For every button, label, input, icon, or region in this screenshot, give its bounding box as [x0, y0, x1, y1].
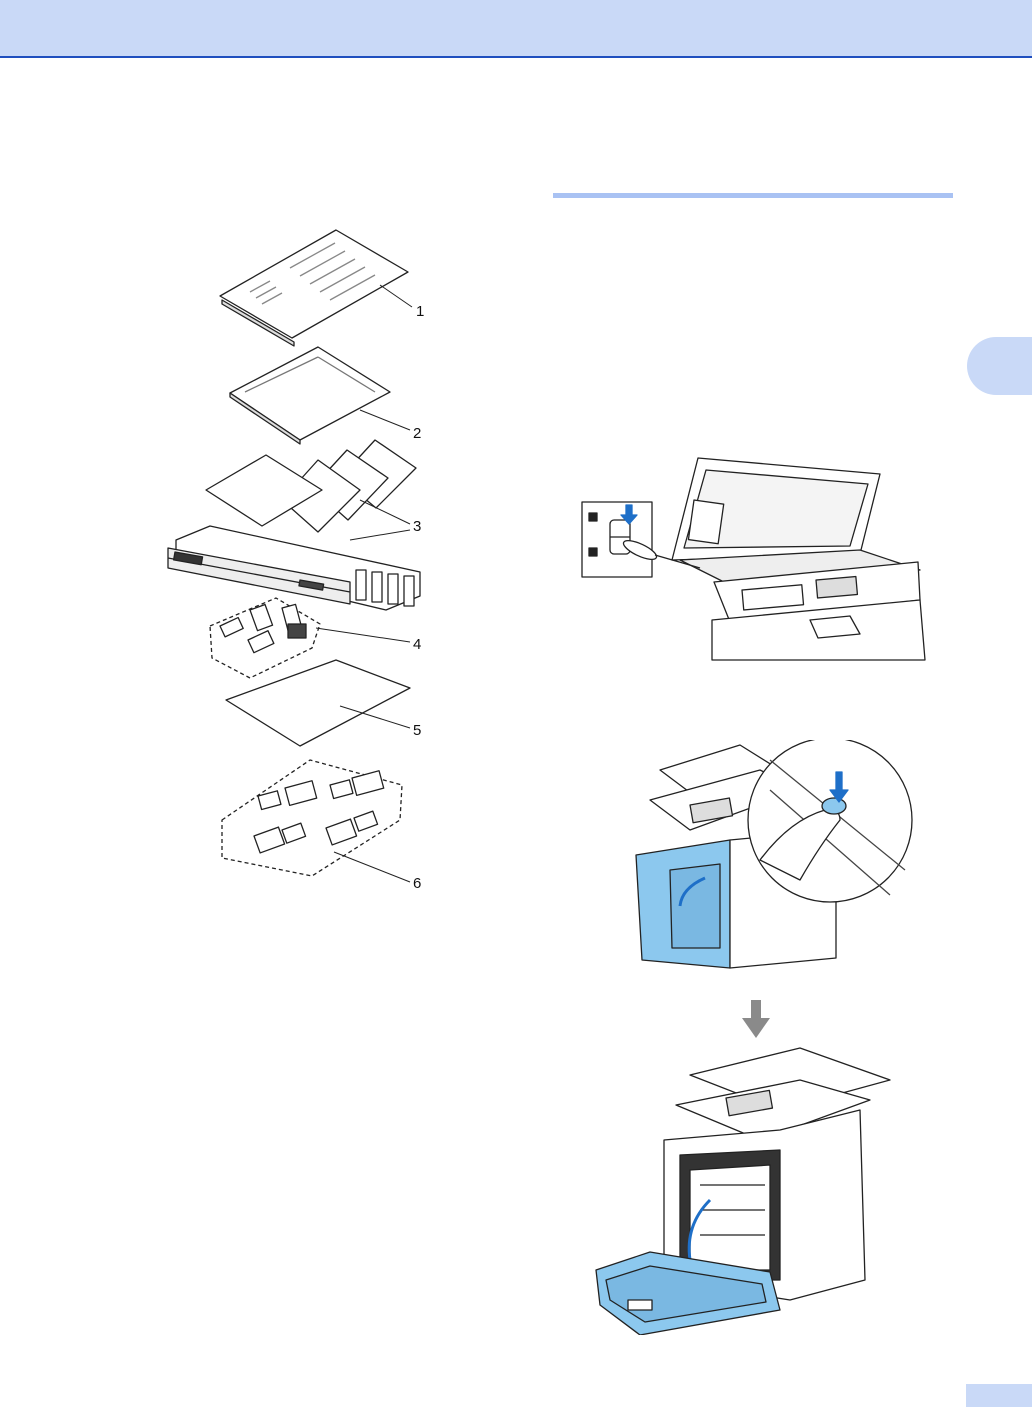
callout-1: 1 — [416, 303, 424, 320]
bag-illustration — [230, 347, 390, 444]
callout-4: 4 — [413, 636, 421, 653]
chapter-tab — [967, 337, 1032, 395]
down-arrow-icon — [740, 1000, 772, 1040]
cartridges-illustration — [168, 526, 420, 610]
callout-2: 2 — [413, 425, 421, 442]
front-cover-release-figure — [630, 740, 920, 975]
sheet-illustration — [226, 660, 410, 746]
front-cover-open-figure — [590, 1045, 910, 1335]
page-number-tab — [966, 1384, 1032, 1407]
shipping-parts-figure: 1 2 3 4 5 6 — [160, 225, 440, 895]
parts-group-illustration — [222, 760, 402, 876]
callout-5: 5 — [413, 722, 421, 739]
section-heading-rule — [553, 193, 953, 198]
callout-3: 3 — [413, 518, 421, 535]
document-illustration — [220, 230, 408, 346]
callout-6: 6 — [413, 875, 421, 892]
bags-set-illustration — [206, 440, 416, 532]
page-header-band — [0, 0, 1032, 58]
scanner-lock-figure — [580, 450, 930, 665]
clips-group-illustration — [210, 598, 320, 678]
